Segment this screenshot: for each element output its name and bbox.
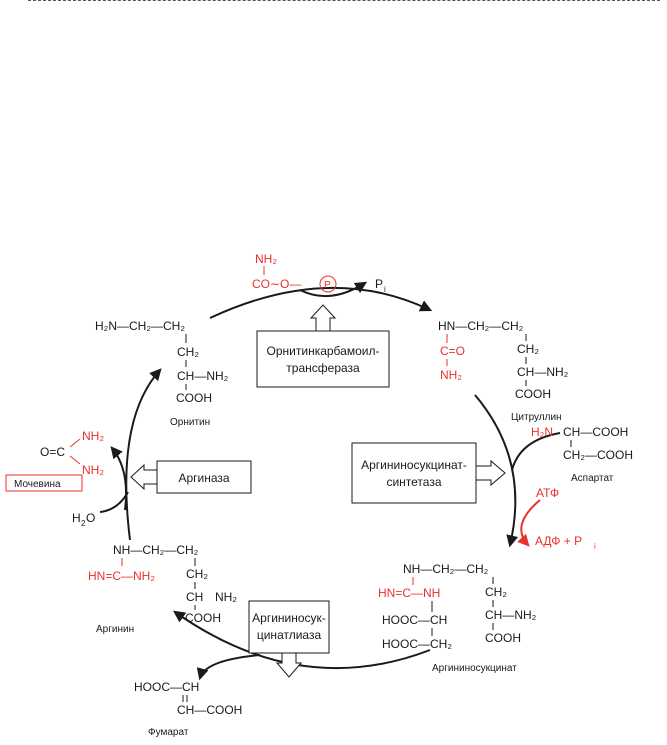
adp-pi-label: АДФ + P — [535, 534, 582, 548]
citrulline-line1: HN—CH₂—CH₂ — [438, 319, 524, 333]
citrulline-ch2: CH₂ — [517, 342, 539, 356]
enzyme-ass-line1: Аргининосукцинат- — [361, 458, 467, 472]
aspartate-entry-arc — [511, 432, 561, 471]
cycle-arc-citrulline-argininosuccinate — [474, 394, 519, 548]
ass-hollow-arrow — [475, 459, 506, 487]
asuc-hooc-ch2: HOOC—CH₂ — [382, 637, 452, 651]
arginase-hollow-arrow — [130, 463, 158, 491]
phosphate-letter: P — [324, 280, 331, 291]
aspartate-name: Аспартат — [571, 473, 614, 484]
asuc-ch2: CH₂ — [485, 585, 507, 599]
adp-pi-sub: i — [594, 542, 596, 551]
arginine-name: Аргинин — [96, 624, 134, 635]
asuc-ch-nh2: CH—NH₂ — [485, 608, 537, 622]
argininosuccinate-name: Аргининосукцинат — [432, 663, 517, 674]
enzyme-otc-line1: Орнитинкарбамоил- — [267, 344, 380, 358]
urea-bond-top — [69, 438, 81, 448]
ornithine-line2: CH₂ — [177, 345, 199, 359]
aspartate-ch2-cooh: CH₂—COOH — [563, 448, 633, 462]
enzyme-ass-line2: синтетаза — [386, 475, 441, 489]
citrulline-cooh: COOH — [515, 387, 551, 401]
fumarate-name: Фумарат — [148, 727, 189, 738]
cycle-arc-argininosuccinate-arginine — [173, 610, 431, 670]
urea-nh2-top: NH₂ — [82, 429, 104, 443]
enzyme-box-arginase — [156, 460, 252, 494]
ornithine-line3: CH—NH₂ — [177, 369, 229, 383]
arginine-line1: NH—CH₂—CH₂ — [113, 543, 199, 557]
atp-label: АТФ — [536, 486, 559, 500]
urea-bond-bottom — [69, 455, 81, 465]
phosphate-circle — [319, 275, 337, 293]
arginine-ch: CH — [186, 590, 203, 604]
pi-released-otc-sub: i — [384, 285, 386, 294]
atp-adp-arc — [517, 499, 541, 547]
enzyme-otc-line2: трансфераза — [286, 361, 360, 375]
asuc-line1: NH—CH₂—CH₂ — [403, 562, 489, 576]
fumarate-line1: HOOC—CH — [134, 680, 199, 694]
cycle-arc-ornithine-citrulline — [209, 286, 433, 319]
otc-hollow-arrow — [309, 304, 337, 332]
enzyme-box-ass — [351, 442, 477, 504]
arginine-ch2: CH₂ — [186, 567, 208, 581]
top-dashed-rule — [28, 0, 660, 1]
enzyme-asl-line1: Аргининосук- — [252, 611, 326, 625]
aspartate-ch-cooh: CH—COOH — [563, 425, 628, 439]
urea-name-box — [5, 474, 83, 492]
fumarate-line2: CH—COOH — [177, 703, 242, 717]
ornithine-line4: COOH — [176, 391, 212, 405]
asl-hollow-arrow — [275, 652, 303, 678]
carbamoyl-nh2: NH₂ — [255, 252, 277, 266]
fumarate-exit-arc — [196, 654, 261, 681]
urea-name: Мочевина — [14, 479, 61, 490]
water-o: O — [86, 511, 95, 525]
enzyme-box-asl — [248, 600, 330, 654]
asuc-hn-c-nh: HN=C—NH — [378, 586, 440, 600]
cycle-arc-arginine-ornithine — [125, 368, 162, 541]
ornithine-name: Орнитин — [170, 417, 210, 428]
carbamoyl-phosphate-entry-arc — [299, 281, 368, 298]
water-sub: 2 — [81, 519, 86, 528]
urea-exit-arc — [110, 446, 128, 511]
arginine-hn-c-nh2: HN=C—NH₂ — [88, 569, 155, 583]
aspartate-h2n: H₂N — [531, 425, 553, 439]
asuc-hooc-ch: HOOC—CH — [382, 613, 447, 627]
asuc-cooh: COOH — [485, 631, 521, 645]
enzyme-box-otc — [256, 330, 390, 388]
citrulline-ch-nh2: CH—NH₂ — [517, 365, 569, 379]
enzyme-arginase-label: Аргиназа — [178, 471, 229, 485]
citrulline-name: Цитруллин — [511, 412, 562, 423]
arginine-nh2: NH₂ — [215, 590, 237, 604]
urea-nh2-bottom: NH₂ — [82, 463, 104, 477]
carbamoyl-co-o: CO∼O— — [252, 277, 301, 291]
ornithine-line1: H₂N—CH₂—CH₂ — [95, 319, 185, 333]
arginine-cooh: COOH — [185, 611, 221, 625]
urea-o-eq: O=C — [40, 445, 65, 459]
water-entry-arc — [99, 491, 129, 513]
citrulline-co: C=O — [440, 344, 465, 358]
water-h: H — [72, 511, 81, 525]
pi-released-otc: P — [375, 277, 383, 291]
enzyme-asl-line2: цинатлиаза — [257, 628, 322, 642]
citrulline-nh2: NH₂ — [440, 368, 462, 382]
